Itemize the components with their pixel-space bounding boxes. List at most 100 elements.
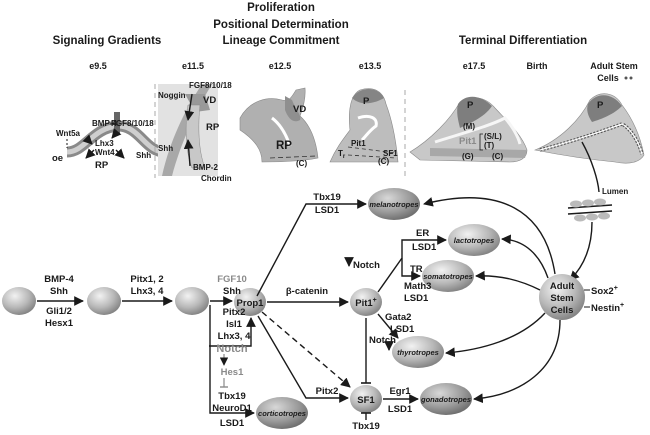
label-tbx19-cort: Tbx19 xyxy=(218,391,245,402)
label-notch-gray: Notch xyxy=(216,343,247,355)
label-lsd1-cort: LSD1 xyxy=(220,418,245,429)
stage-birth: Birth xyxy=(527,61,548,71)
label-g: (G) xyxy=(462,152,474,161)
label-gata2: Gata2 xyxy=(385,312,411,323)
stage-e13-5-illustration: P Pit1 Tr SF1 (C) xyxy=(329,88,399,166)
label-neurod1: NeuroD1 xyxy=(212,403,252,414)
label-fgf8-10-18-e11: FGF8/10/18 xyxy=(189,81,232,90)
label-shh: Shh xyxy=(136,151,151,160)
header-lineage-commitment: Lineage Commitment xyxy=(223,35,340,47)
label-sf1-e13: SF1 xyxy=(383,149,398,158)
label-stem: Stem xyxy=(550,293,573,304)
label-isl1: Isl1 xyxy=(226,319,243,330)
label-sf1: SF1 xyxy=(357,395,375,406)
label-pitx2-sf1: Pitx2 xyxy=(316,386,339,397)
stage-e17-5: e17.5 xyxy=(463,61,486,71)
label-thyrotropes: thyrotropes xyxy=(397,348,439,357)
label-m: (M) xyxy=(463,122,475,131)
label-lumen: Lumen xyxy=(602,187,628,196)
lactotropes-cell xyxy=(448,224,500,256)
label-prop1: Prop1 xyxy=(237,298,265,309)
label-rp-e12: RP xyxy=(276,140,292,152)
label-c-e17: (C) xyxy=(492,152,503,161)
label-nestin: Nestin+ xyxy=(591,302,624,314)
header-signaling-gradients: Signaling Gradients xyxy=(53,35,162,47)
label-p-e13: P xyxy=(363,96,370,107)
stage-e12-5-illustration: VD RP (C) xyxy=(239,87,319,168)
label-c-e13: (C) xyxy=(378,157,389,166)
arrow-notch-prop1 xyxy=(209,317,256,347)
stage-e9-5: e9.5 xyxy=(89,61,107,71)
label-cells: Cells xyxy=(551,305,574,316)
label-vd-e12: VD xyxy=(293,104,306,115)
label-lhx3: Lhx3 xyxy=(95,139,114,148)
lumen-epithelium-icon xyxy=(567,198,613,222)
label-notch-thyro: Notch xyxy=(369,335,396,346)
arrow-lactotropes xyxy=(377,235,447,293)
arrow-melanotropes xyxy=(256,199,367,297)
label-c-e12: (C) xyxy=(296,159,307,168)
dots-icon xyxy=(624,76,633,80)
label-gli12: Gli1/2 xyxy=(46,306,72,317)
stage-adult-stem-cells-1: Adult Stem xyxy=(590,61,638,71)
label-gonadotropes: gonadotropes xyxy=(420,395,471,404)
label-noggin: Noggin xyxy=(158,91,186,100)
label-p-adult: P xyxy=(597,100,604,111)
label-shh-fgf10: Shh xyxy=(223,286,241,297)
arrow-corticotropes xyxy=(209,305,255,418)
label-sox2: Sox2+ xyxy=(591,285,618,297)
label-t: (T) xyxy=(484,141,495,150)
adult-stem-cells xyxy=(539,274,585,320)
label-lsd1-egr1: LSD1 xyxy=(388,404,413,415)
label-pit1-plus: Pit1+ xyxy=(355,297,377,309)
label-bmp4-path: BMP-4 xyxy=(44,274,74,285)
label-beta-catenin: β-catenin xyxy=(286,286,328,297)
header-terminal-differentiation: Terminal Differentiation xyxy=(459,35,587,47)
label-egr1: Egr1 xyxy=(389,386,411,397)
label-fgf10: FGF10 xyxy=(217,274,247,285)
label-shh-path: Shh xyxy=(50,286,68,297)
stage-e17-5-illustration: P (M) Pit1 (S/L) (T) (G) (C) xyxy=(409,96,528,163)
label-math3: Math3 xyxy=(404,281,431,292)
label-adult: Adult xyxy=(550,281,575,292)
label-wnt5a: Wnt5a xyxy=(56,129,81,138)
thyrotropes-cell xyxy=(392,336,444,368)
label-bmp2: BMP-2 xyxy=(193,163,218,172)
label-oe: oe xyxy=(52,153,63,164)
label-pitx12: Pitx1, 2 xyxy=(130,274,163,285)
label-lsd1-er: LSD1 xyxy=(412,242,437,253)
label-shh-e11: Shh xyxy=(158,144,173,153)
melanotropes-cell xyxy=(368,188,420,220)
label-rp: RP xyxy=(95,160,109,171)
somatotropes-cell xyxy=(422,260,474,292)
label-tbx19-sf1: Tbx19 xyxy=(352,421,379,432)
progenitor-cell-2 xyxy=(87,287,121,315)
progenitor-cell-3 xyxy=(175,287,209,315)
label-vd: VD xyxy=(203,95,216,106)
label-somatotropes: somatotropes xyxy=(423,272,473,281)
stage-e11-5-illustration: FGF8/10/18 Noggin VD RP Shh BMP-2 Chordi… xyxy=(158,81,232,183)
stage-e11-5: e11.5 xyxy=(182,61,204,71)
label-pit1-e13: Pit1 xyxy=(351,139,366,148)
stage-e9-5-illustration: BMP-4 FGF8/10/18 Wnt5a Lhx3 Wnt4 oe Shh … xyxy=(52,112,166,171)
arrow-stem-thyrotropes xyxy=(445,312,546,358)
stage-adult-stem-cells-2: Cells xyxy=(597,73,619,83)
corticotropes-cell xyxy=(256,397,308,429)
label-lhx34-b: Lhx3, 4 xyxy=(218,331,251,342)
label-hesx1: Hesx1 xyxy=(45,318,74,329)
pit1-cell xyxy=(350,288,382,316)
arrow-thyrotropes xyxy=(377,313,399,339)
header-positional-determination: Positional Determination xyxy=(213,19,348,31)
label-tr: TR xyxy=(410,264,423,275)
label-lsd1-tr: LSD1 xyxy=(404,293,429,304)
label-melanotropes: melanotropes xyxy=(369,200,418,209)
gonadotropes-cell xyxy=(420,383,472,415)
label-fgf8-10-18: FGF8/10/18 xyxy=(111,119,154,128)
arrow-somatotropes xyxy=(401,258,421,281)
label-pitx2: Pitx2 xyxy=(223,307,246,318)
label-chordin: Chordin xyxy=(201,174,232,183)
arrow-stem-gonadotropes xyxy=(473,319,561,404)
label-lsd1-mel: LSD1 xyxy=(315,205,340,216)
stage-e12-5: e12.5 xyxy=(269,61,292,71)
